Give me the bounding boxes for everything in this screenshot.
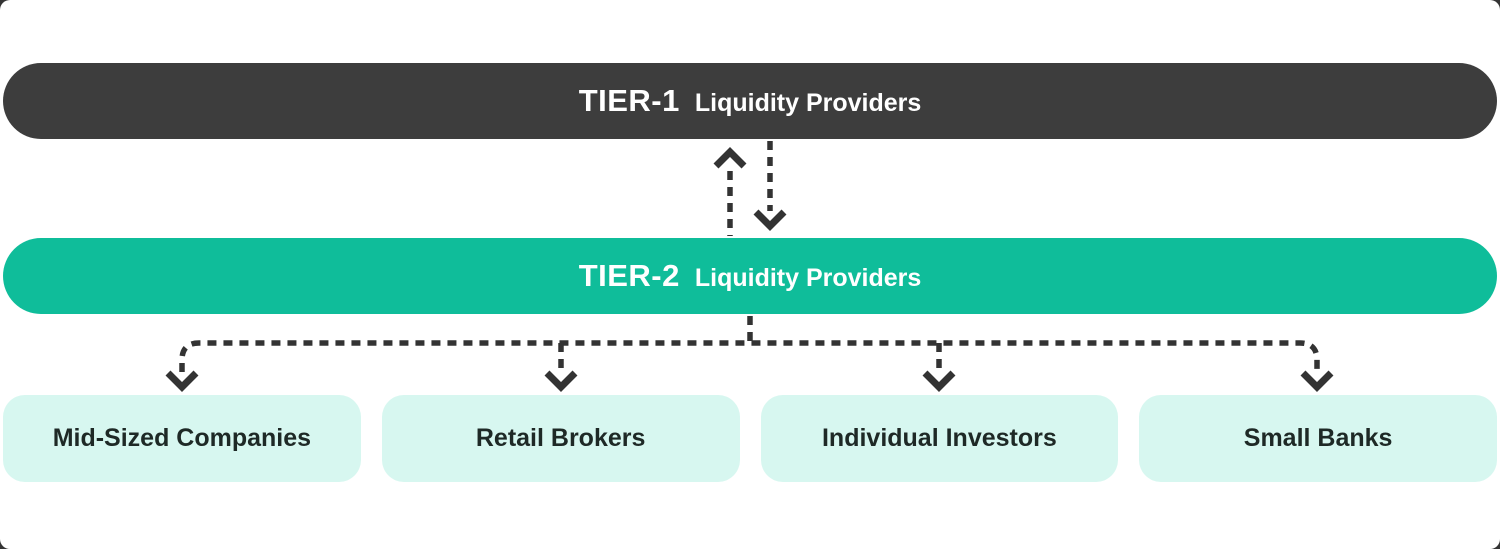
node-individual-investors: Individual Investors xyxy=(760,395,1119,482)
node-label: Individual Investors xyxy=(821,424,1057,452)
node-mid-sized-companies: Mid-Sized Companies xyxy=(3,395,361,482)
branch-arrowhead-1-icon xyxy=(165,370,199,392)
tier1-label: TIER-1 xyxy=(578,83,680,118)
tier2-suffix: Liquidity Providers xyxy=(694,264,922,292)
node-small-banks: Small Banks xyxy=(1139,395,1497,482)
node-label: Small Banks xyxy=(1243,424,1393,452)
branch-arrowhead-2-icon xyxy=(544,370,578,392)
tier1-suffix: Liquidity Providers xyxy=(694,89,922,117)
tier1-bar: TIER-1 Liquidity Providers xyxy=(3,63,1497,139)
tier2-bar-text: TIER-2 Liquidity Providers xyxy=(579,258,922,294)
client-nodes-row: Mid-Sized Companies Retail Brokers Indiv… xyxy=(0,395,1500,482)
tier1-bar-text: TIER-1 Liquidity Providers xyxy=(579,83,922,119)
branch-line xyxy=(179,340,1320,372)
down-arrowhead-icon xyxy=(753,209,787,231)
up-arrowhead-icon xyxy=(713,147,747,169)
tier2-label: TIER-2 xyxy=(578,258,680,293)
branch-arrowhead-4-icon xyxy=(1300,370,1334,392)
tier2-bar: TIER-2 Liquidity Providers xyxy=(3,238,1497,314)
node-label: Mid-Sized Companies xyxy=(52,424,312,452)
node-label: Retail Brokers xyxy=(475,424,646,452)
node-retail-brokers: Retail Brokers xyxy=(381,395,740,482)
branch-arrowhead-3-icon xyxy=(922,370,956,392)
